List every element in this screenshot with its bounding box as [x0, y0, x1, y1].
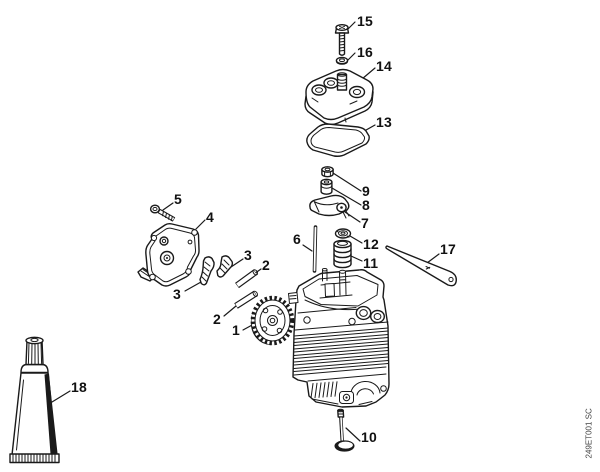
- callout-9: 9: [362, 183, 370, 199]
- part-3-cam-lever-lower: [199, 256, 215, 286]
- part-16-washer: [335, 56, 349, 65]
- callout-12: 12: [363, 236, 379, 252]
- part-8-tappet: [320, 178, 333, 195]
- part-6-push-rod: [312, 225, 318, 273]
- part-2-pin-lower: [234, 290, 259, 309]
- callout-14: 14: [376, 58, 392, 74]
- leader-lines: [51, 21, 440, 442]
- part-13-gasket: [306, 123, 370, 157]
- part-10-valve: [334, 408, 355, 452]
- callout-18: 18: [71, 379, 87, 395]
- part-18-sealant-tube: [9, 336, 60, 464]
- callout-11: 11: [363, 255, 379, 271]
- part-5-screw: [149, 204, 176, 222]
- part-12-spring-retainer: [334, 228, 352, 239]
- part-1-cam-gear: [250, 295, 295, 346]
- part-3-cam-lever-upper: [216, 255, 234, 278]
- part-4-cover-plate: [137, 222, 200, 287]
- part-17-lever-tool: [385, 245, 457, 287]
- callout-3-lower: 3: [173, 286, 181, 302]
- part-15-screw: [334, 24, 350, 56]
- part-9-adjusting-nut: [321, 166, 334, 178]
- callout-1: 1: [232, 322, 240, 338]
- callout-6: 6: [293, 231, 301, 247]
- callout-8: 8: [362, 197, 370, 213]
- callout-10: 10: [361, 429, 377, 445]
- callout-3-upper: 3: [244, 247, 252, 263]
- callout-15: 15: [357, 13, 373, 29]
- callout-17: 17: [440, 241, 456, 257]
- callout-13: 13: [376, 114, 392, 130]
- callout-4: 4: [206, 209, 214, 225]
- drawing-code-watermark: 249ET001 SC: [584, 408, 594, 459]
- part-11-valve-spring: [333, 239, 352, 269]
- part-2-pin-upper: [235, 269, 259, 289]
- callout-16: 16: [357, 44, 373, 60]
- part-7-rocker-arm: [309, 194, 350, 219]
- callout-7: 7: [361, 215, 369, 231]
- cylinder-block: [288, 268, 390, 408]
- callout-2-lower: 2: [213, 311, 221, 327]
- callout-5: 5: [174, 191, 182, 207]
- part-14-valve-cover: [304, 68, 374, 126]
- callout-2-upper: 2: [262, 257, 270, 273]
